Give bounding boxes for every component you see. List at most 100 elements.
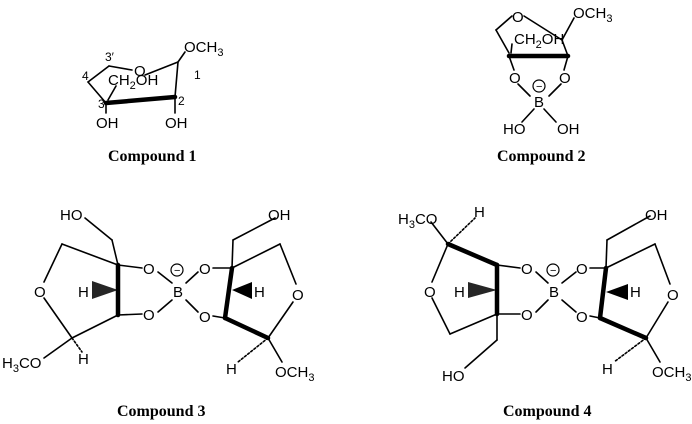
- c3-ring-oxygen-left: O: [34, 284, 46, 301]
- c3-bond-b-o4: [185, 299, 199, 313]
- c1-ring-bond-o-c1: [144, 61, 179, 76]
- c4-r-bond-ring3: [645, 301, 669, 339]
- c4-oxygen-2: O: [521, 307, 533, 324]
- c4-r-wedge-h: [606, 284, 628, 300]
- c3-bond-b-o3: [185, 271, 199, 284]
- c2-methoxy-label: OCH3: [573, 5, 612, 25]
- c3-l-bond-ring1: [61, 243, 119, 266]
- c1-position-1: 1: [194, 68, 201, 82]
- c4-charge-circle: [546, 263, 560, 277]
- c4-oh-top-right: OH: [645, 207, 668, 224]
- c3-methoxy-right: OCH3: [275, 364, 314, 384]
- c4-r-bond-o4: [589, 315, 601, 319]
- compound-2: O OCH3 CH2OH O O B − HO OH Compound 2: [495, 5, 612, 165]
- c3-r-bond-ch2: [231, 239, 234, 269]
- c1-ring-bond-c3p-o: [108, 65, 133, 71]
- caption-compound-3: Compound 3: [117, 403, 205, 420]
- c4-l-bond-ho: [464, 339, 498, 369]
- c4-oxygen-3: O: [576, 261, 588, 278]
- c2-ring-bond-4: [561, 39, 569, 57]
- c2-charge-sign: −: [536, 81, 542, 93]
- c3-r-bond-o4: [212, 315, 226, 319]
- c3-oxygen-4: O: [199, 309, 211, 326]
- c2-bond-ch2oh: [510, 43, 513, 54]
- caption-compound-2: Compound 2: [497, 148, 585, 165]
- c1-position-4: 4: [82, 69, 89, 83]
- caption-compound-4: Compound 4: [503, 403, 591, 420]
- c2-ring-bond-1: [495, 29, 510, 54]
- c3-oxygen-1: O: [143, 261, 155, 278]
- c3-methoxy-left: H3CO: [2, 355, 41, 375]
- c1-position-3prime: 3′: [105, 50, 115, 64]
- c4-r-bond-ring2: [654, 243, 671, 285]
- c4-r-bond-ch2: [605, 239, 608, 269]
- c4-bond-b-o3: [561, 271, 577, 284]
- c4-ring-oxygen-left: O: [424, 284, 436, 301]
- c2-oh-left: HO: [503, 121, 526, 138]
- c2-bond-ome: [561, 17, 575, 41]
- c1-methoxy-label: OCH3: [184, 39, 223, 59]
- c1-ring-bond-c4-c3: [87, 81, 107, 104]
- c2-ring-oxygen: O: [512, 9, 524, 26]
- c1-ring-bond-c1-c2: [174, 61, 179, 98]
- c3-r-bond-oh: [232, 217, 276, 241]
- c1-oh-position-2: OH: [165, 115, 188, 132]
- c1-bond-c3-ch2oh: [107, 85, 117, 101]
- c2-bond-oright-b: [548, 83, 562, 97]
- c2-oh-right: OH: [557, 121, 580, 138]
- c1-position-3: 3: [98, 97, 105, 111]
- c1-ring-bold-c3-c2: [103, 94, 178, 106]
- c3-h-left: H: [78, 284, 89, 301]
- c4-l-bond-ring1: [431, 243, 449, 283]
- c1-oh-position-3: OH: [96, 115, 119, 132]
- c3-l-bond-ho: [84, 217, 113, 241]
- c4-l-hash-h-mid: [468, 282, 497, 298]
- c2-boron: B: [534, 94, 544, 111]
- c3-l-bond-o2: [117, 313, 143, 316]
- c3-bond-o1-b: [157, 271, 173, 284]
- c4-oxygen-1: O: [521, 261, 533, 278]
- compound-1: O OCH3 CH2OH OH OH 3′ 4 1 3 2 Compound 1: [82, 39, 223, 165]
- c4-methoxy-top: H3CO: [398, 211, 437, 231]
- c4-r-bold-c-c: [597, 265, 609, 321]
- c3-l-hash-h: [71, 337, 83, 353]
- c3-oh-top-right: OH: [268, 207, 291, 224]
- c4-ho-bottom-left: HO: [442, 368, 465, 385]
- c3-l-bond-ring3: [43, 297, 73, 339]
- c3-r-bold-c-c2: [222, 315, 271, 341]
- c4-l-bold-c-c: [445, 241, 500, 268]
- c3-r-bond-ring1: [231, 243, 281, 269]
- c2-ring-bond-3: [523, 15, 563, 41]
- c3-l-hash-h-top: [92, 281, 118, 299]
- c3-l-bond-ch2: [111, 239, 119, 266]
- c3-l-bond-o1: [117, 264, 143, 269]
- c2-oxygen-right: O: [559, 70, 571, 87]
- c2-ring-bond-2: [495, 15, 513, 31]
- c2-bond-c-oleft: [508, 55, 515, 71]
- compound-4: H3CO H OH O O O O O O B − H H HO H OCH3 …: [398, 204, 691, 420]
- compound-3: HO OH O O O O O O B − H H H H H3CO OCH3 …: [2, 207, 314, 420]
- c3-ho-top-left: HO: [60, 207, 83, 224]
- c3-charge-sign: −: [174, 265, 180, 277]
- c1-ring-oxygen: O: [134, 63, 146, 80]
- c1-ring-bond-c4-c3p: [87, 65, 110, 83]
- c4-l-bond-o1: [496, 264, 521, 269]
- c4-l-bond-ring3: [449, 313, 498, 335]
- c4-l-bond-ring2: [431, 297, 451, 335]
- c3-r-bold-c-c: [222, 265, 235, 321]
- c4-r-bond-oh: [606, 215, 651, 241]
- c3-r-hash-h: [237, 337, 269, 363]
- c4-h-left: H: [454, 284, 465, 301]
- c1-position-2: 2: [178, 94, 185, 108]
- c3-bond-o2-b: [157, 299, 173, 313]
- c4-r-bond-ome: [645, 337, 661, 363]
- c3-l-bond-ome: [43, 337, 73, 359]
- c2-bond-oleft-b: [517, 83, 531, 97]
- c3-h-right: H: [254, 284, 265, 301]
- c3-oxygen-2: O: [143, 307, 155, 324]
- c4-bond-o1-b: [535, 271, 549, 284]
- c4-h-bottom-right: H: [602, 361, 613, 378]
- c3-l-bond-ring4: [71, 314, 119, 339]
- c1-ch2oh-label: CH2OH: [108, 72, 158, 92]
